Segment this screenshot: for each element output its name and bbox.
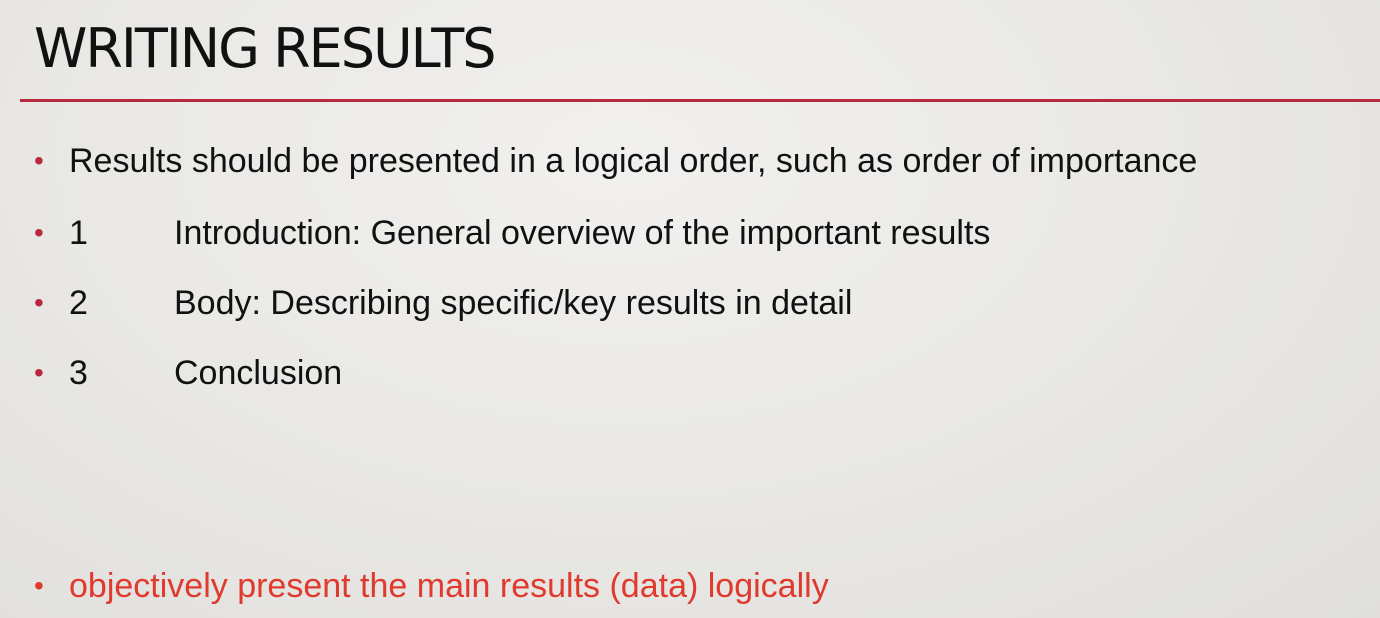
item-number: 2: [69, 284, 88, 322]
bullet-dot: •: [34, 217, 44, 248]
bullet-dot: •: [34, 145, 44, 176]
item-text: Body: Describing specific/key results in…: [174, 284, 853, 322]
item-text: Conclusion: [174, 354, 343, 392]
bullet-intro-text: Results should be presented in a logical…: [69, 142, 1198, 180]
note-text: objectively present the main results (da…: [69, 567, 829, 605]
bullet-dot: •: [34, 357, 44, 388]
bullet-dot: •: [34, 287, 44, 318]
slide-title: WRITING RESULTS: [34, 17, 497, 80]
item-number: 3: [69, 354, 88, 392]
item-text: Introduction: General overview of the im…: [174, 214, 991, 252]
item-number: 1: [69, 214, 88, 252]
bullet-dot: •: [34, 570, 44, 601]
title-divider: [20, 99, 1380, 102]
